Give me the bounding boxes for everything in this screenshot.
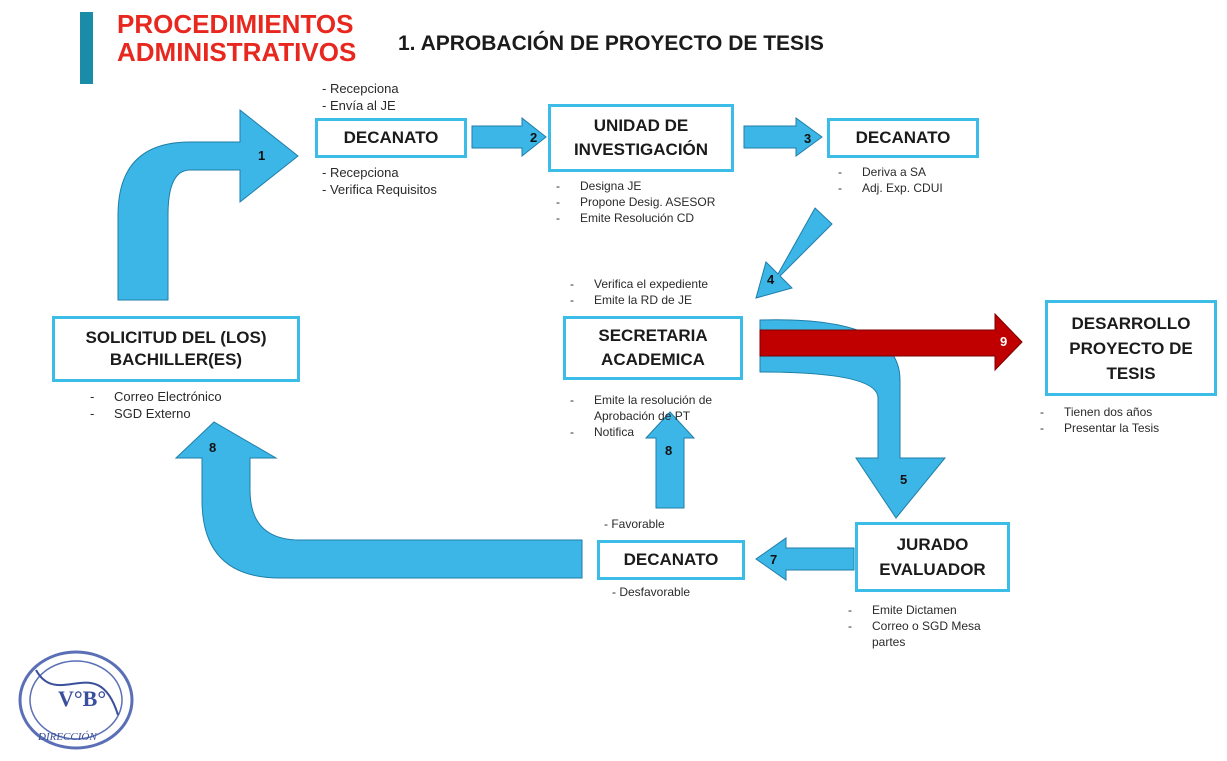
step-label-5: 5	[900, 472, 908, 487]
approval-stamp: V°B° DIRECCIÓN	[18, 650, 134, 750]
note-item: Verifica el expediente	[566, 276, 708, 292]
step-label-2: 2	[530, 130, 538, 145]
box-jurado-evaluador: JURADO EVALUADOR	[855, 522, 1010, 592]
arrow-step-7	[755, 537, 855, 581]
note-item: - Verifica Requisitos	[322, 182, 437, 197]
arrow-step-5	[759, 319, 947, 519]
stamp-ring-text: DIRECCIÓN	[37, 731, 97, 743]
notes-jurado: Emite Dictamen Correo o SGD Mesa partes	[844, 602, 981, 650]
note-item: - Envía al JE	[322, 98, 396, 113]
note-item: Emite la resolución de Aprobación de PT	[566, 392, 712, 424]
note-item: Correo o SGD Mesa partes	[844, 618, 981, 650]
box-decanato-recepcion: DECANATO	[315, 118, 467, 158]
notes-solicitud: Correo Electrónico SGD Externo	[86, 388, 222, 422]
step-label-8b: 8	[665, 443, 673, 458]
step-label-3: 3	[804, 131, 812, 146]
note-item: Presentar la Tesis	[1036, 420, 1159, 436]
note-item: Emite Dictamen	[844, 602, 981, 618]
note-desfavorable: - Desfavorable	[612, 585, 691, 599]
box-desarrollo-proyecto: DESARROLLO PROYECTO DE TESIS	[1045, 300, 1217, 396]
arrow-step-4	[755, 207, 833, 299]
page-title: 1. APROBACIÓN DE PROYECTO DE TESIS	[398, 32, 824, 55]
notes-decanato-recepcion-bottom: - Recepciona - Verifica Requisitos	[322, 164, 437, 198]
note-item: Propone Desig. ASESOR	[552, 194, 715, 210]
note-item: Notifica	[566, 424, 712, 440]
header-accent-bar	[80, 12, 93, 84]
arrow-step-1	[117, 108, 299, 301]
box-decanato-derivacion: DECANATO	[827, 118, 979, 158]
note-item: SGD Externo	[86, 405, 222, 422]
notes-secretaria-bottom: Emite la resolución de Aprobación de PT …	[566, 392, 712, 440]
section-title: PROCEDIMIENTOS ADMINISTRATIVOS	[117, 10, 356, 66]
section-title-line2: ADMINISTRATIVOS	[117, 37, 357, 67]
note-item: Correo Electrónico	[86, 388, 222, 405]
arrow-step-8a	[174, 421, 583, 579]
notes-decanato-recepcion-top: - Recepciona - Envía al JE	[322, 80, 399, 114]
note-item: Emite la RD de JE	[566, 292, 708, 308]
step-label-7: 7	[770, 552, 778, 567]
note-item: Designa JE	[552, 178, 715, 194]
box-unidad-investigacion: UNIDAD DE INVESTIGACIÓN	[548, 104, 734, 172]
step-label-8a: 8	[209, 440, 217, 455]
stamp-text: V°B°	[58, 686, 106, 711]
section-title-line1: PROCEDIMIENTOS	[117, 9, 354, 39]
note-item: Deriva a SA	[834, 164, 943, 180]
step-label-9: 9	[1000, 334, 1008, 349]
note-item: Tienen dos años	[1036, 404, 1159, 420]
notes-unidad: Designa JE Propone Desig. ASESOR Emite R…	[552, 178, 715, 226]
box-decanato-dictamen: DECANATO	[597, 540, 745, 580]
note-item: - Recepciona	[322, 81, 399, 96]
note-favorable: - Favorable	[604, 517, 665, 531]
notes-desarrollo: Tienen dos años Presentar la Tesis	[1036, 404, 1159, 436]
note-item: - Recepciona	[322, 165, 399, 180]
note-item: Adj. Exp. CDUI	[834, 180, 943, 196]
arrow-step-9	[759, 312, 1023, 372]
notes-secretaria-top: Verifica el expediente Emite la RD de JE	[566, 276, 708, 308]
step-label-4: 4	[767, 272, 775, 287]
box-solicitud: SOLICITUD DEL (LOS) BACHILLER(ES)	[52, 316, 300, 382]
note-item: Emite Resolución CD	[552, 210, 715, 226]
box-secretaria-academica: SECRETARIA ACADEMICA	[563, 316, 743, 380]
arrow-step-3	[743, 117, 823, 157]
notes-decanato-derivacion: Deriva a SA Adj. Exp. CDUI	[834, 164, 943, 196]
arrow-step-2	[471, 116, 547, 158]
step-label-1: 1	[258, 148, 266, 163]
